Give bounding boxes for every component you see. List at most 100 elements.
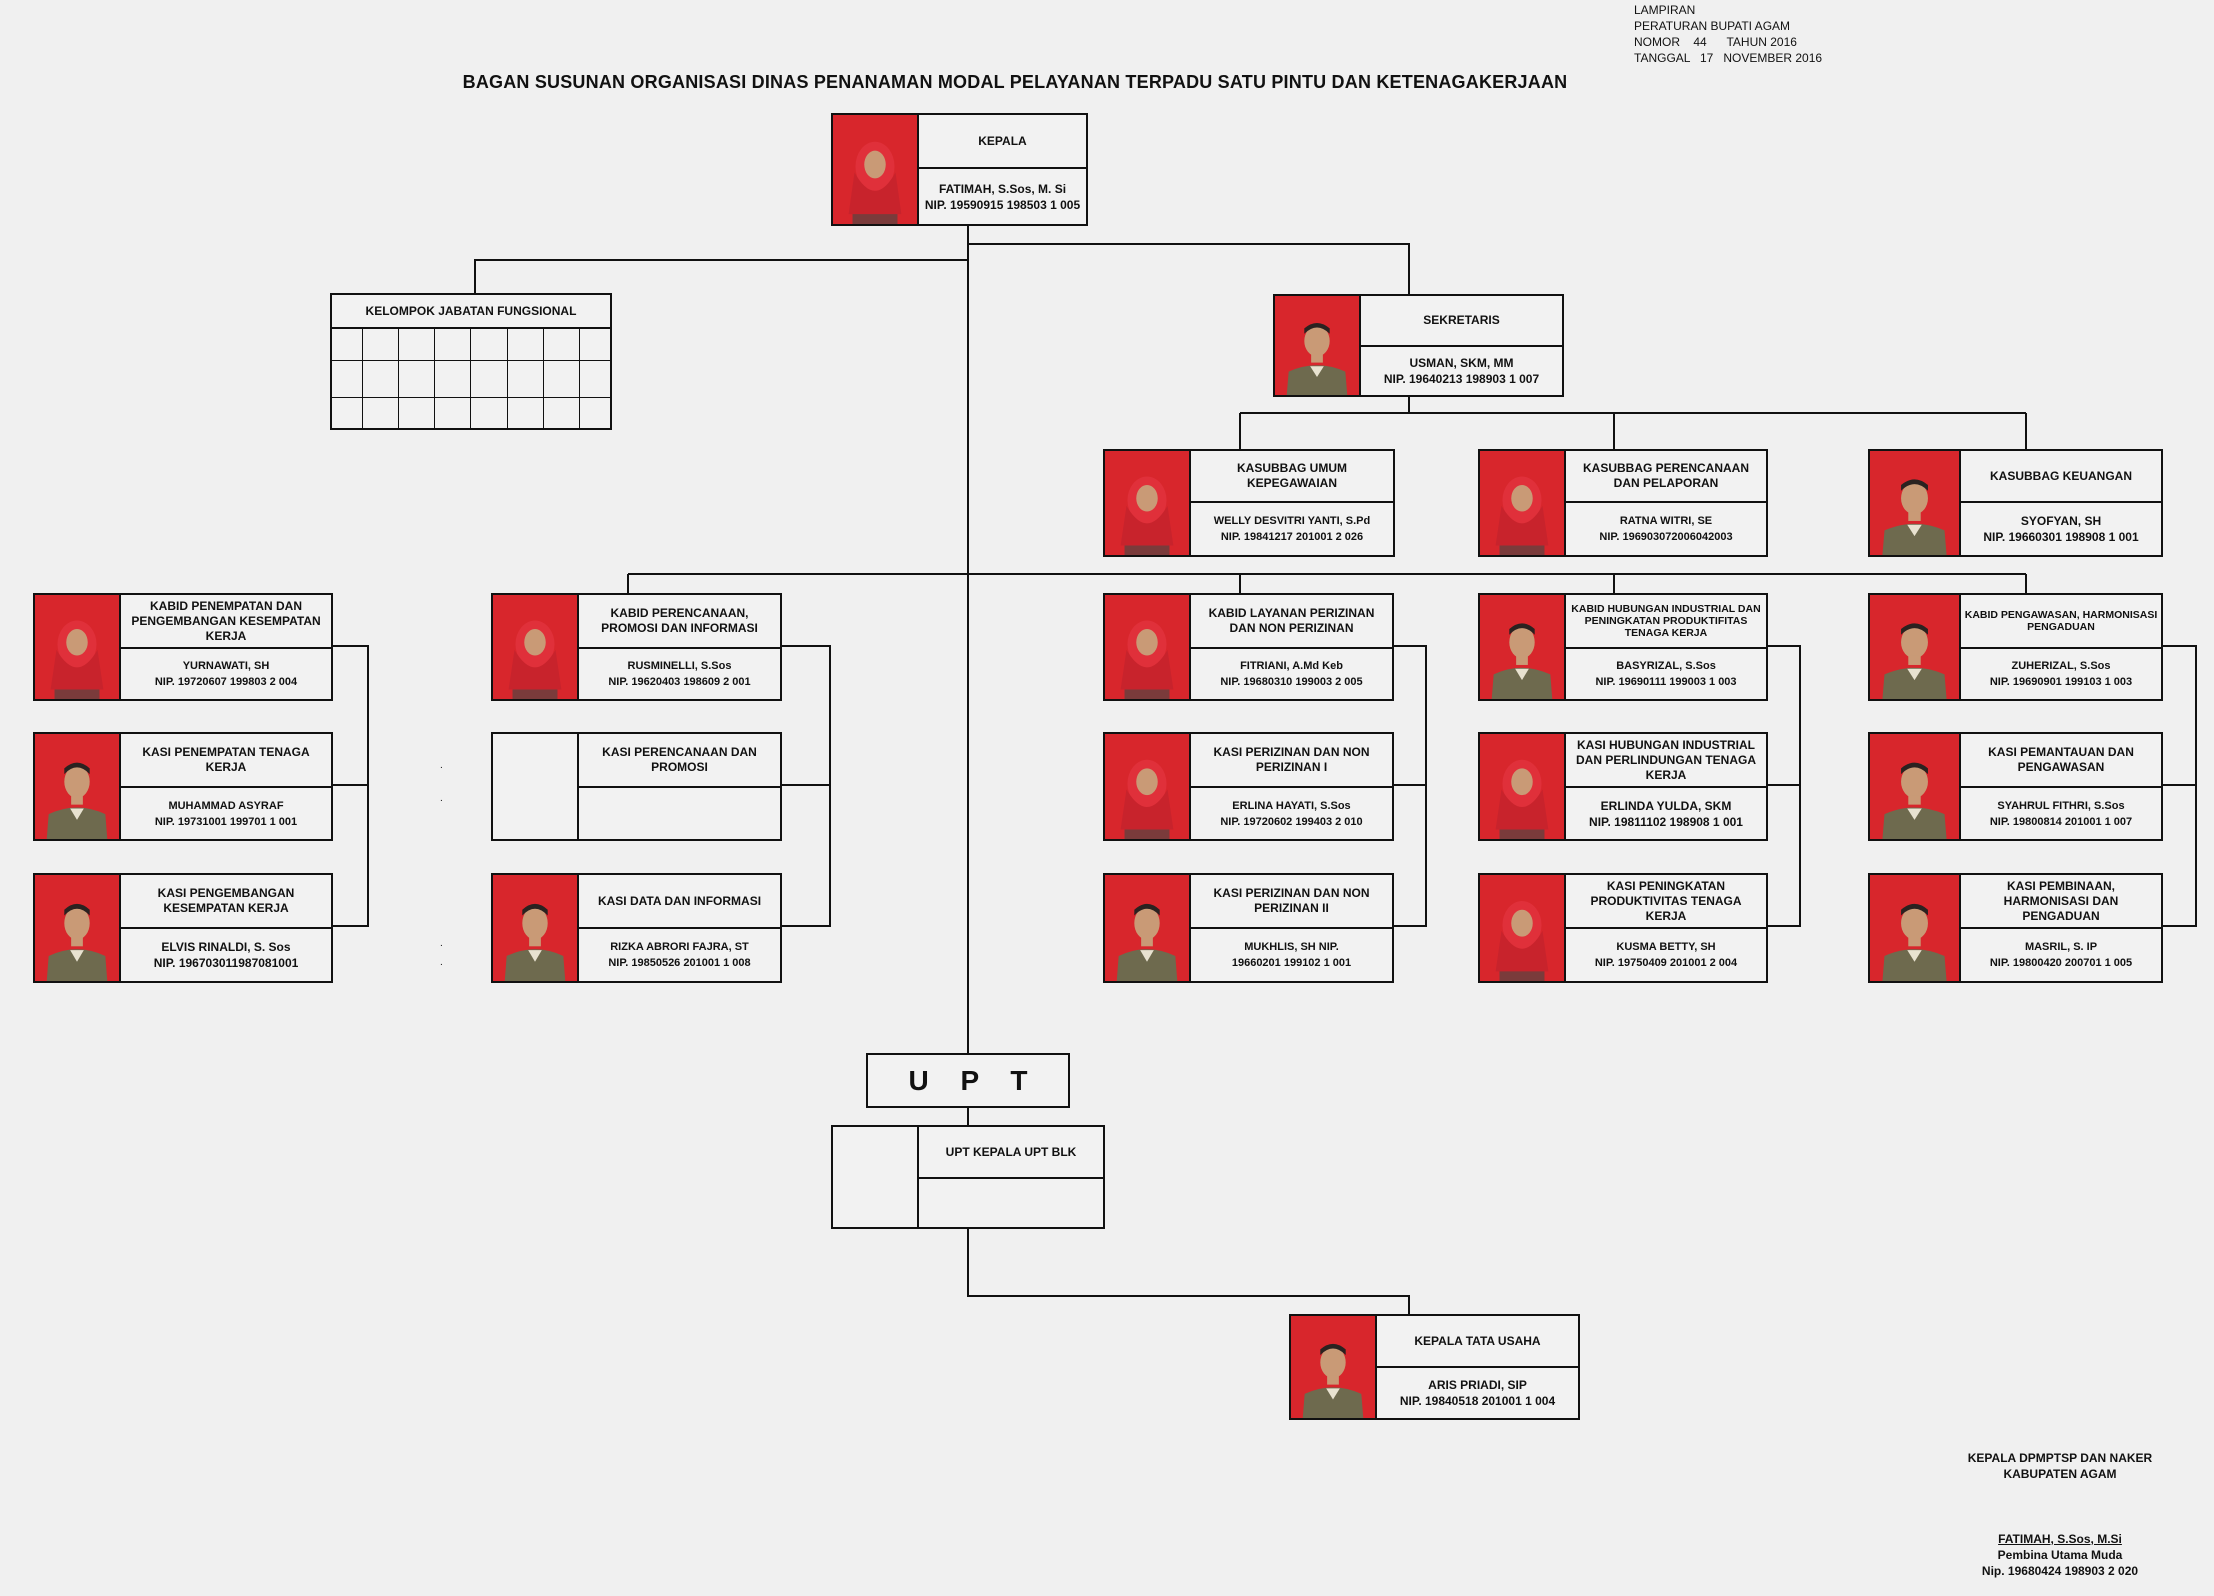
signature-nip: Nip. 19680424 198903 2 020 [1981,1564,2139,1578]
holder-nip: 19660201 199102 1 001 [1231,957,1352,969]
photo-avatar [1870,595,1961,699]
holder-name: USMAN, SKM, MM [1409,356,1514,370]
position-holder: KUSMA BETTY, SH NIP. 19750409 201001 2 00… [1566,929,1766,981]
position-title: KASI PEMBINAAN, HARMONISASI DAN PENGADUA… [1961,875,2161,929]
fungsional-grid [332,329,610,429]
photo-avatar [493,595,579,699]
photo-avatar [1870,875,1961,981]
position-title: UPT KEPALA UPT BLK [919,1127,1103,1179]
holder-name: BASYRIZAL, S.Sos [1616,660,1716,672]
position-box-kabid-penempatan: KABID PENEMPATAN DAN PENGEMBANGAN KESEMP… [33,593,333,701]
photo-avatar [35,734,121,839]
photo-avatar [1105,595,1191,699]
signature-name-block: FATIMAH, S.Sos, M.Si Pembina Utama Muda … [1900,1531,2214,1579]
position-box-kasi-produktivitas: KASI PENINGKATAN PRODUKTIVITAS TENAGA KE… [1478,873,1768,983]
signature-block: KEPALA DPMPTSP DAN NAKER KABUPATEN AGAM [1900,1450,2214,1482]
position-title: KABID PENEMPATAN DAN PENGEMBANGAN KESEMP… [121,595,331,649]
photo-avatar [35,875,121,981]
holder-nip: NIP. 19660301 198908 1 001 [1983,530,2139,544]
position-title: KASUBBAG KEUANGAN [1961,451,2161,503]
position-title: KEPALA [919,115,1086,169]
holder-nip: NIP. 19720607 199803 2 004 [154,676,298,688]
position-holder: RATNA WITRI, SE NIP. 196903072006042003 [1566,503,1766,555]
stray-dot: . [440,793,443,804]
position-title: KASI PERIZINAN DAN NON PERIZINAN I [1191,734,1392,788]
position-title: KABID LAYANAN PERIZINAN DAN NON PERIZINA… [1191,595,1392,649]
photo-avatar [833,115,919,224]
position-title: KABID PENGAWASAN, HARMONISASI PENGADUAN [1961,595,2161,649]
stray-dot: . [440,957,443,968]
lampiran-line-3: NOMOR 44 TAHUN 2016 [1634,35,1797,49]
holder-nip: NIP. 19840518 201001 1 004 [1399,1394,1556,1408]
position-box-kasi-hubungan: KASI HUBUNGAN INDUSTRIAL DAN PERLINDUNGA… [1478,732,1768,841]
holder-name: FATIMAH, S.Sos, M. Si [938,181,1067,196]
position-box-kasi-perencanaan: KASI PERENCANAAN DAN PROMOSI [491,732,782,841]
photo-avatar [1105,451,1191,555]
photo-avatar [1480,734,1566,839]
position-title: SEKRETARIS [1361,296,1562,347]
position-title: KABID PERENCANAAN, PROMOSI DAN INFORMASI [579,595,780,649]
holder-nip: NIP. 19690901 199103 1 003 [1989,676,2133,688]
holder-nip: NIP. 19800814 201001 1 007 [1989,815,2133,828]
holder-name: RUSMINELLI, S.Sos [627,660,732,672]
holder-nip: NIP. 19811102 198908 1 001 [1589,814,1743,829]
holder-nip: NIP. 19750409 201001 2 004 [1594,957,1738,969]
position-box-kabid-perencanaan: KABID PERENCANAAN, PROMOSI DAN INFORMASI… [491,593,782,701]
position-title: KASI PENINGKATAN PRODUKTIVITAS TENAGA KE… [1566,875,1766,929]
photo-avatar [1291,1316,1377,1418]
position-title: KASI DATA DAN INFORMASI [579,875,780,929]
holder-name: ERLINDA YULDA, SKM [1600,798,1732,813]
holder-nip: NIP. 19841217 201001 2 026 [1220,531,1364,543]
holder-nip: NIP. 19720602 199403 2 010 [1220,815,1363,828]
holder-name: KUSMA BETTY, SH [1616,941,1716,953]
holder-name: MUHAMMAD ASYRAF [168,799,284,812]
position-box-kasi-pembinaan: KASI PEMBINAAN, HARMONISASI DAN PENGADUA… [1868,873,2163,983]
signature-line-1: KEPALA DPMPTSP DAN NAKER [1967,1451,2153,1465]
holder-name: SYAHRUL FITHRI, S.Sos [1997,799,2125,812]
position-holder: MUKHLIS, SH NIP. 19660201 199102 1 001 [1191,929,1392,981]
holder-name: MUKHLIS, SH NIP. [1244,941,1339,953]
photo-avatar [1480,875,1566,981]
photo-placeholder [493,734,579,839]
holder-nip: NIP. 196703011987081001 [153,956,299,970]
position-title: KEPALA TATA USAHA [1377,1316,1578,1368]
holder-name: ZUHERIZAL, S.Sos [2011,660,2111,672]
photo-avatar [1480,595,1566,699]
holder-name: RIZKA ABRORI FAJRA, ST [610,941,749,953]
holder-name: RATNA WITRI, SE [1619,515,1713,527]
photo-avatar [1870,734,1961,839]
photo-avatar [1105,875,1191,981]
holder-name: FITRIANI, A.Md Keb [1240,660,1343,672]
chart-title: BAGAN SUSUNAN ORGANISASI DINAS PENANAMAN… [462,72,1568,92]
lampiran-block: LAMPIRAN PERATURAN BUPATI AGAM NOMOR 44 … [1634,2,1822,66]
holder-name: ERLINA HAYATI, S.Sos [1232,799,1351,812]
upt-label: U P T [866,1053,1070,1108]
position-box-kabid-hubungan: KABID HUBUNGAN INDUSTRIAL DAN PENINGKATA… [1478,593,1768,701]
holder-nip: NIP. 19590915 198503 1 005 [924,197,1081,212]
holder-nip: NIP. 196903072006042003 [1599,531,1733,543]
photo-avatar [1105,734,1191,839]
position-title: KASUBBAG PERENCANAAN DAN PELAPORAN [1566,451,1766,503]
